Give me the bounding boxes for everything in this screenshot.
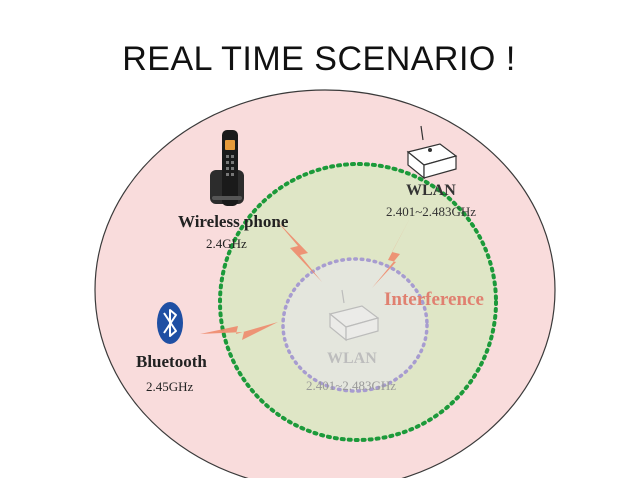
wireless-phone-icon — [210, 130, 244, 206]
wlan-top-label: WLAN — [406, 182, 456, 199]
wireless-phone-freq: 2.4GHz — [206, 236, 247, 251]
wlan-center-freq: 2.401~2.483GHz — [306, 378, 396, 393]
bluetooth-label: Bluetooth — [136, 352, 207, 371]
bluetooth-icon — [157, 302, 183, 344]
wlan-router-icon — [406, 125, 458, 180]
wlan-top-freq: 2.401~2.483GHz — [386, 204, 476, 219]
slide-title: REAL TIME SCENARIO ! — [122, 40, 516, 78]
wireless-phone-label: Wireless phone — [178, 212, 289, 231]
wlan-center-router-icon — [328, 289, 380, 342]
lightning-bolt-bluetooth — [200, 322, 278, 340]
interference-label: Interference — [384, 289, 484, 310]
wlan-center-label: WLAN — [327, 350, 377, 367]
bluetooth-freq: 2.45GHz — [146, 379, 194, 394]
lightning-bolt-phone — [276, 220, 322, 282]
